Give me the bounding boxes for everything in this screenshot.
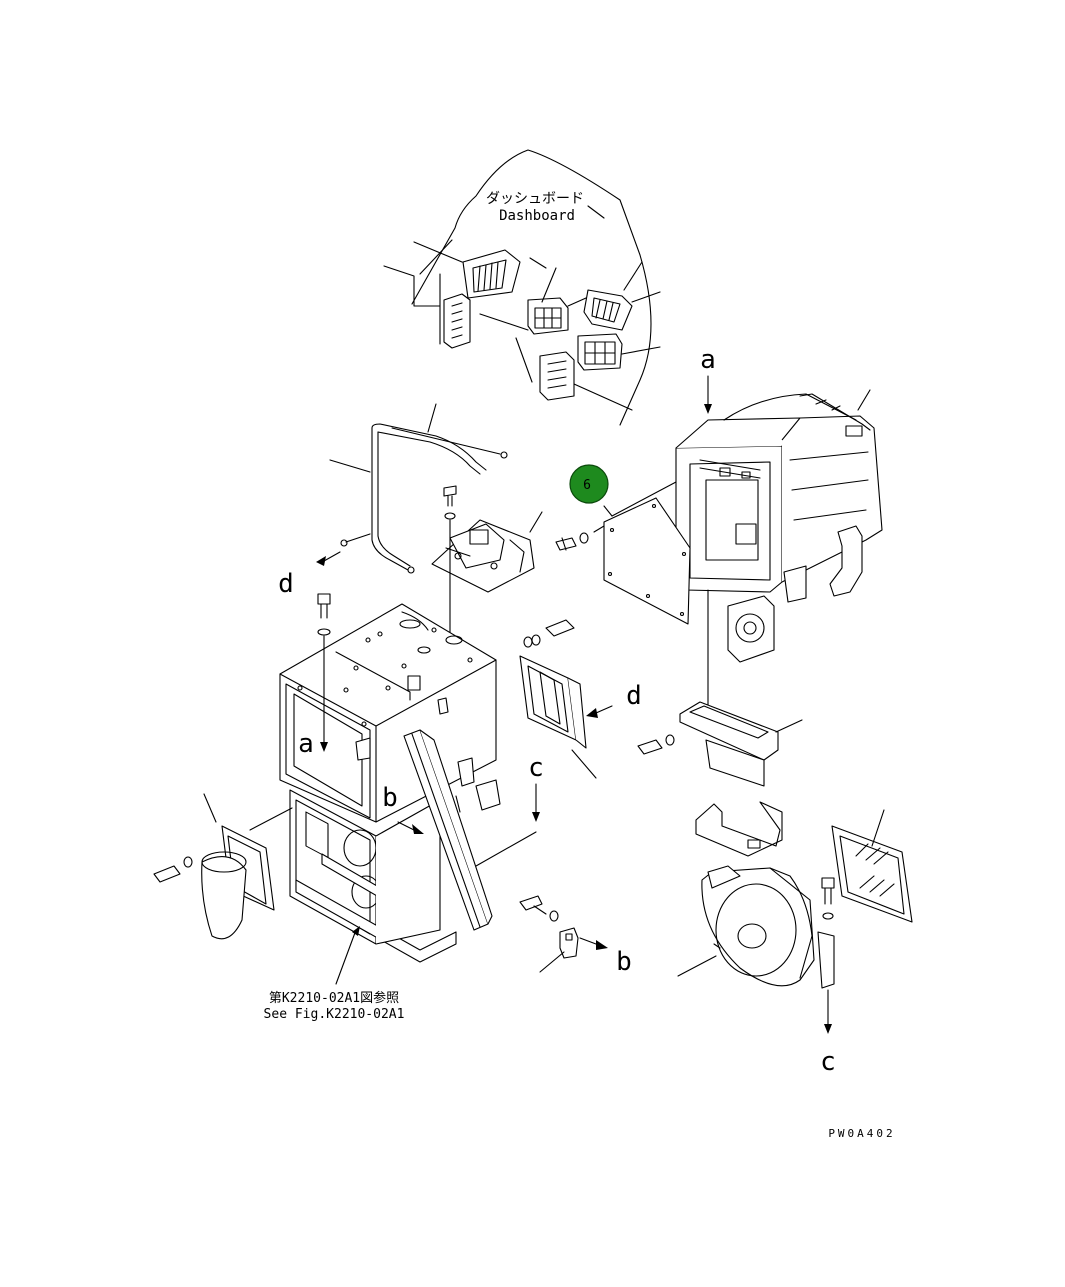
duct-connector[interactable] bbox=[519, 655, 597, 779]
linkage-rod-assembly[interactable] bbox=[329, 403, 508, 574]
connection-label-b-bottom: b bbox=[616, 947, 632, 977]
connection-a-top: a bbox=[700, 345, 716, 414]
connection-label-c-top: c bbox=[528, 753, 544, 783]
control-valve-bracket[interactable] bbox=[431, 511, 543, 593]
air-vent-center[interactable] bbox=[527, 297, 569, 335]
callout-6[interactable]: 6 bbox=[569, 464, 613, 517]
connection-label-a-left: a bbox=[298, 729, 314, 759]
cover-plate[interactable] bbox=[603, 481, 691, 625]
drawing-code: PW0A402 bbox=[828, 1127, 895, 1140]
bolt-fan bbox=[821, 877, 835, 920]
dashboard-label-ja: ダッシュボード bbox=[486, 191, 584, 207]
duct-elbow[interactable] bbox=[679, 701, 803, 787]
connection-label-b-left: b bbox=[382, 783, 398, 813]
air-conditioner-unit[interactable] bbox=[675, 389, 883, 663]
air-vent-side[interactable] bbox=[443, 293, 471, 349]
reference-note: 第K2210-02A1図参照 See Fig.K2210-02A1 bbox=[264, 926, 405, 1022]
clamp-bracket[interactable] bbox=[695, 801, 783, 857]
bolt-box-top bbox=[317, 593, 331, 752]
air-vent-right-lower[interactable] bbox=[577, 333, 623, 371]
connection-c-bottom: c bbox=[820, 989, 836, 1077]
connection-d-right: d bbox=[586, 681, 642, 718]
air-vent-upper[interactable] bbox=[462, 249, 521, 299]
air-filter[interactable] bbox=[831, 809, 913, 923]
blower-fan[interactable] bbox=[677, 865, 835, 989]
air-vent-lower[interactable] bbox=[539, 351, 575, 401]
small-brackets bbox=[355, 737, 501, 813]
relay-assembly[interactable]: b bbox=[519, 895, 632, 977]
dashboard-group: ダッシュボード Dashboard bbox=[383, 149, 661, 426]
callout-number: 6 bbox=[583, 478, 591, 493]
connection-label-d-top: d bbox=[626, 681, 642, 711]
connection-label-c-bottom: c bbox=[820, 1047, 836, 1077]
diagonal-channel[interactable] bbox=[403, 729, 493, 931]
bolt-plate bbox=[555, 525, 605, 551]
bolt-box-right bbox=[523, 619, 575, 648]
dashboard-label-en: Dashboard bbox=[499, 208, 575, 224]
reference-en: See Fig.K2210-02A1 bbox=[264, 1007, 405, 1022]
air-vent-right-upper[interactable] bbox=[583, 289, 633, 331]
connection-c-top: c bbox=[475, 753, 544, 867]
connection-label-a-top: a bbox=[700, 345, 716, 375]
bolt-elbow bbox=[637, 734, 675, 755]
connection-b-left: b bbox=[382, 783, 424, 834]
reference-ja: 第K2210-02A1図参照 bbox=[269, 990, 399, 1006]
bolt-outlet bbox=[153, 856, 193, 883]
connection-d-left: d bbox=[278, 551, 341, 599]
outlet-duct-left[interactable] bbox=[201, 793, 293, 940]
connection-label-d-left: d bbox=[278, 569, 294, 599]
lower-frame[interactable] bbox=[289, 789, 457, 963]
dashboard-outline bbox=[411, 149, 652, 426]
